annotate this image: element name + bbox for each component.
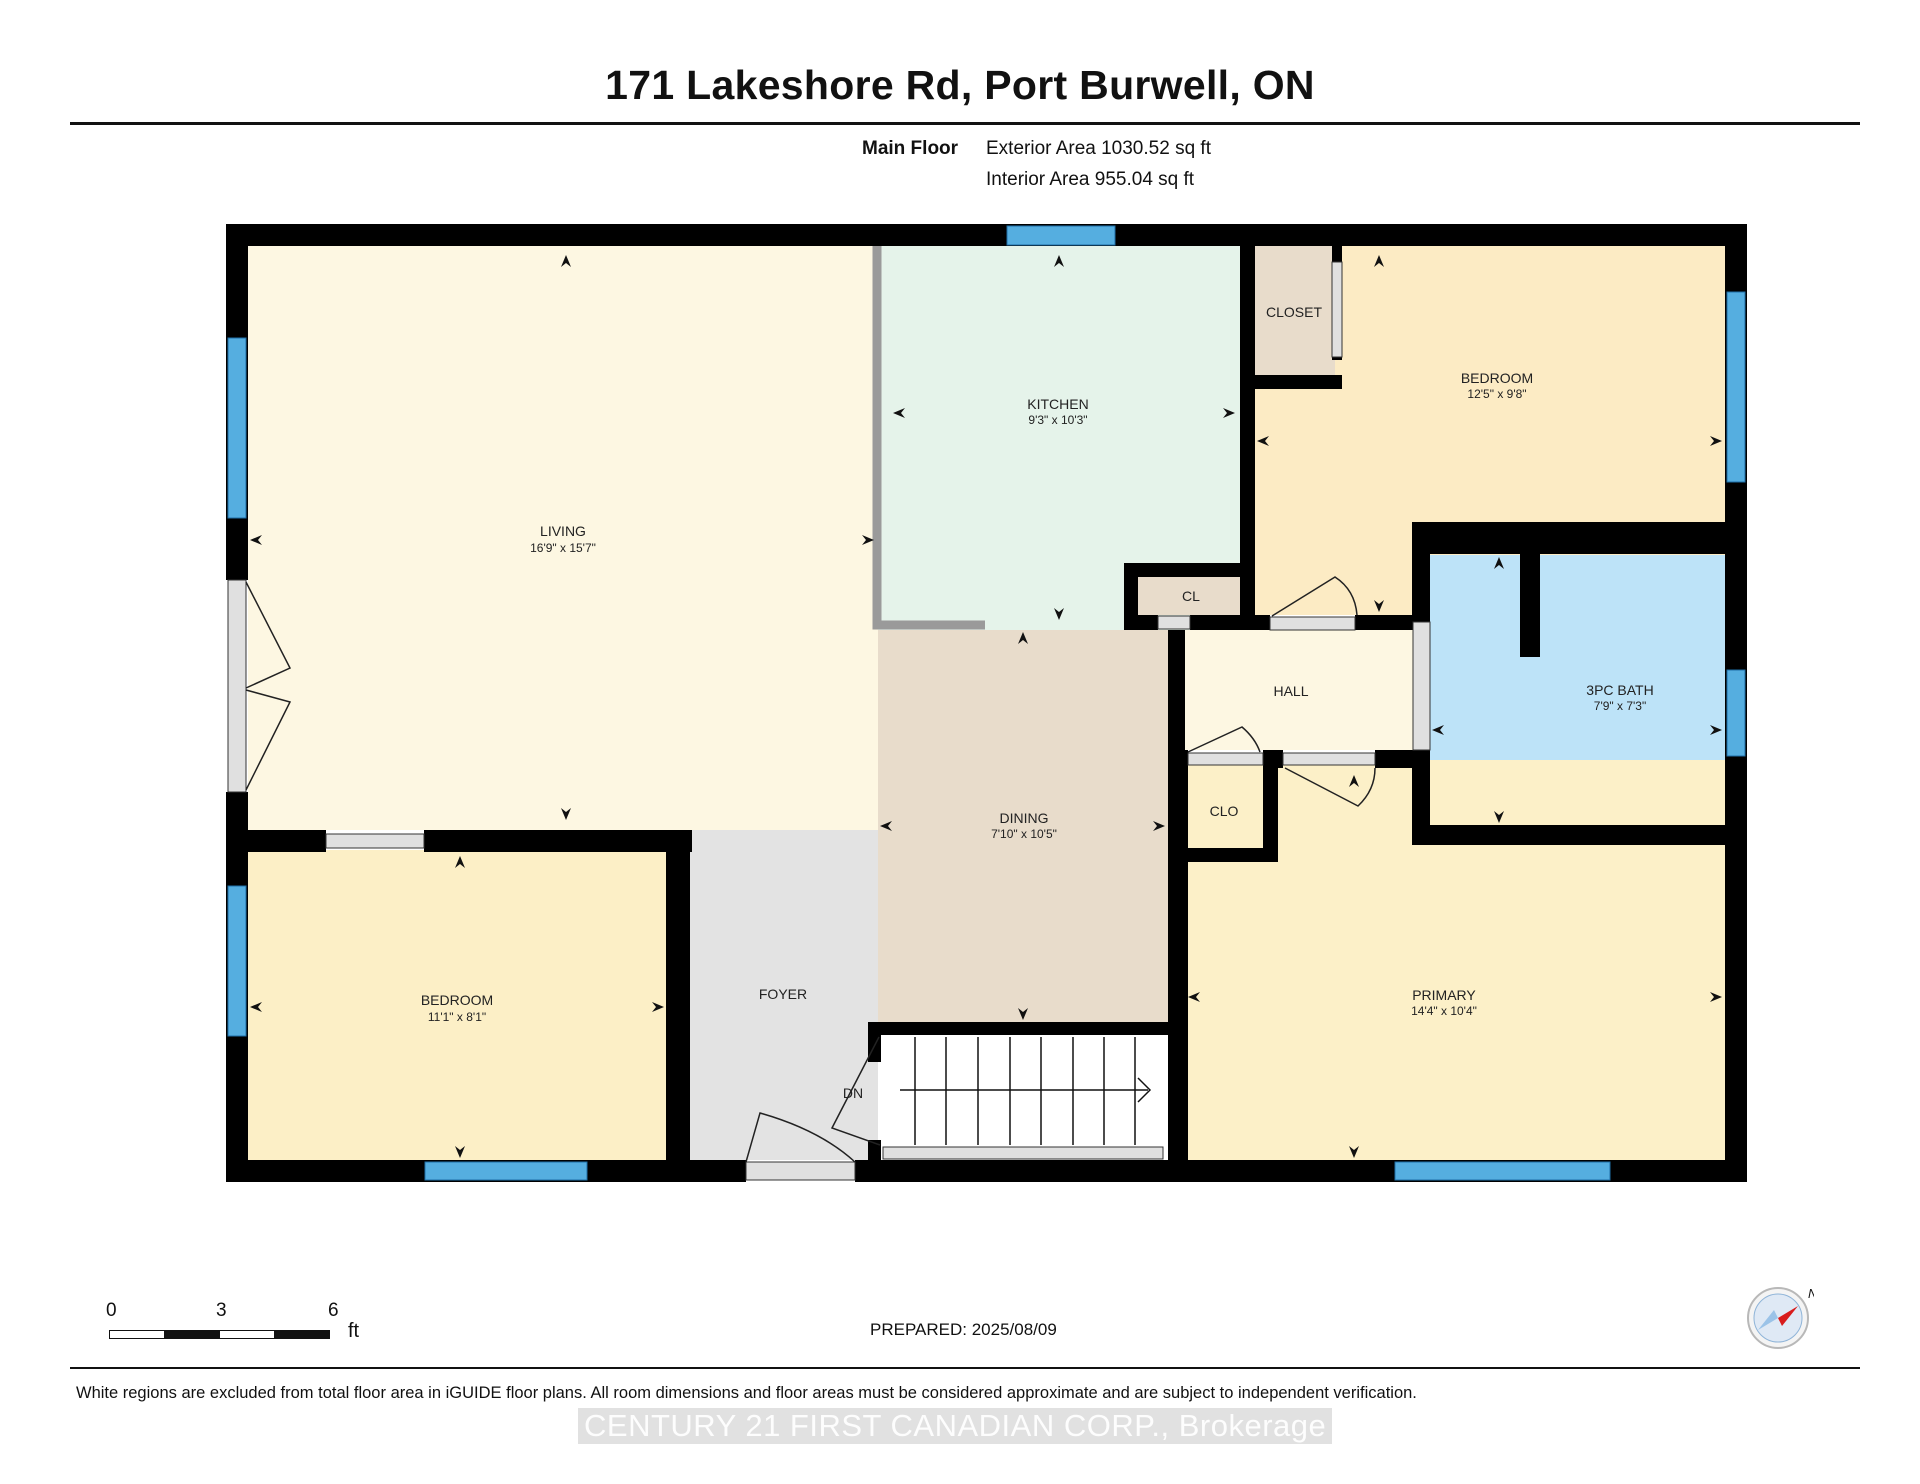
prepared-date: PREPARED: 2025/08/09: [870, 1320, 1057, 1339]
cl-label: CL: [1182, 588, 1200, 604]
bedroom-ne-label: BEDROOM: [1461, 370, 1533, 386]
interior-area: Interior Area 955.04 sq ft: [986, 169, 1195, 190]
page-title: 171 Lakeshore Rd, Port Burwell, ON: [605, 62, 1315, 108]
stair-treads: [900, 1037, 1152, 1145]
primary-label: PRIMARY: [1412, 987, 1476, 1003]
room-dining-fill: [878, 630, 1168, 1025]
dining-dimensions: 7'10" x 10'5": [991, 827, 1057, 841]
title-divider: [70, 122, 1860, 125]
dimension-arrows: [250, 255, 1722, 1158]
primary-dimensions: 14'4" x 10'4": [1411, 1004, 1477, 1018]
windows: [227, 225, 1746, 1181]
kitchen-label: KITCHEN: [1027, 396, 1088, 412]
compass-north-label: N: [1808, 1286, 1814, 1301]
foyer-label: FOYER: [759, 986, 807, 1002]
scale-bar: 0 3 6 ft: [106, 1300, 366, 1350]
scale-tick-3: 3: [216, 1300, 227, 1321]
scale-tick-6: 6: [328, 1300, 339, 1321]
room-labels: LIVING 16'9" x 15'7" KITCHEN 9'3" x 10'3…: [421, 304, 1654, 1101]
footer-divider: [70, 1367, 1860, 1369]
stairs-down-label: DN: [843, 1085, 863, 1101]
scale-segment-1: [109, 1330, 165, 1339]
floor-name: Main Floor: [862, 138, 959, 159]
disclaimer-text: White regions are excluded from total fl…: [76, 1384, 1417, 1402]
clo-label: CLO: [1210, 803, 1239, 819]
scale-unit: ft: [348, 1320, 360, 1342]
hall-label: HALL: [1273, 683, 1308, 699]
room-living-fill: [248, 245, 878, 830]
brokerage-watermark: CENTURY 21 FIRST CANADIAN CORP., Brokera…: [578, 1408, 1333, 1444]
living-label: LIVING: [540, 523, 586, 539]
room-closet-fill: [1255, 245, 1335, 375]
room-foyer-fill: [690, 830, 878, 1160]
compass-icon: N: [1747, 1286, 1814, 1349]
kitchen-dimensions: 9'3" x 10'3": [1028, 413, 1087, 427]
bath-label: 3PC BATH: [1586, 682, 1653, 698]
room-cl-fill: [1138, 575, 1244, 615]
exterior-area: Exterior Area 1030.52 sq ft: [986, 138, 1211, 159]
scale-tick-0: 0: [106, 1300, 117, 1321]
doors: [227, 261, 1431, 1181]
room-hall-fill: [1168, 630, 1413, 750]
bedroom-ne-dimensions: 12'5" x 9'8": [1467, 387, 1526, 401]
closet-label: CLOSET: [1266, 304, 1322, 320]
scale-segment-3: [219, 1330, 275, 1339]
scale-segment-4: [274, 1330, 330, 1339]
bath-dimensions: 7'9" x 7'3": [1594, 699, 1646, 713]
room-bedroom-sw-fill: [248, 850, 666, 1160]
bedroom-sw-label: BEDROOM: [421, 992, 493, 1008]
kitchen-counter: [872, 245, 985, 630]
scale-segment-2: [164, 1330, 220, 1339]
door-swings: [245, 576, 1376, 1163]
living-dimensions: 16'9" x 15'7": [530, 541, 596, 555]
dining-label: DINING: [1000, 810, 1049, 826]
bedroom-sw-dimensions: 11'1" x 8'1": [428, 1010, 486, 1024]
